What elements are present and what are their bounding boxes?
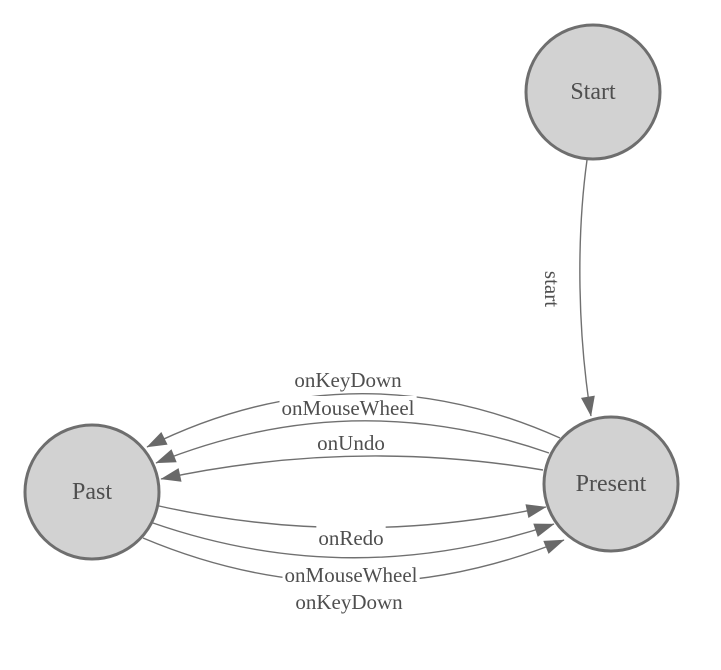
transition-edge-past-to-present <box>152 522 555 559</box>
transition-label: onMouseWheel <box>282 396 415 420</box>
state-circle-start[interactable] <box>524 23 662 161</box>
label-background <box>292 368 405 392</box>
transition-label-group: start <box>540 268 564 310</box>
transition-edge-past-to-present <box>158 504 547 529</box>
transition-label: onKeyDown <box>294 368 402 392</box>
label-background <box>279 396 417 420</box>
state-circle-past[interactable] <box>23 423 161 561</box>
transition-label-group: onRedo <box>316 526 386 550</box>
transition-label: onKeyDown <box>295 590 403 614</box>
state-circle-present[interactable] <box>542 415 680 553</box>
label-background <box>315 431 387 455</box>
transition-edge-present-to-past <box>146 393 561 448</box>
label-background <box>293 590 406 614</box>
edge-labels-layer: start onKeyDown onMouseWheel onUndo onRedo on… <box>279 268 564 614</box>
transition-edge-start-to-present <box>579 159 595 417</box>
transition-label-group: onMouseWheel <box>279 396 417 420</box>
transition-label: start <box>540 271 564 307</box>
transition-label-group: onKeyDown <box>293 590 406 614</box>
label-background <box>540 268 564 310</box>
transition-label: onRedo <box>318 526 383 550</box>
transition-label: onMouseWheel <box>285 563 418 587</box>
state-node-start[interactable]: Start <box>524 23 662 161</box>
state-node-present[interactable]: Present <box>542 415 680 553</box>
transition-edge-present-to-past <box>160 455 544 482</box>
transition-label-group: onUndo <box>315 431 387 455</box>
transition-label-group: onKeyDown <box>292 368 405 392</box>
transition-edge-present-to-past <box>155 420 550 464</box>
transition-label: onUndo <box>317 431 385 455</box>
label-background <box>282 563 420 587</box>
transition-label-group: onMouseWheel <box>282 563 420 587</box>
label-background <box>316 526 386 550</box>
state-node-past[interactable]: Past <box>23 423 161 561</box>
